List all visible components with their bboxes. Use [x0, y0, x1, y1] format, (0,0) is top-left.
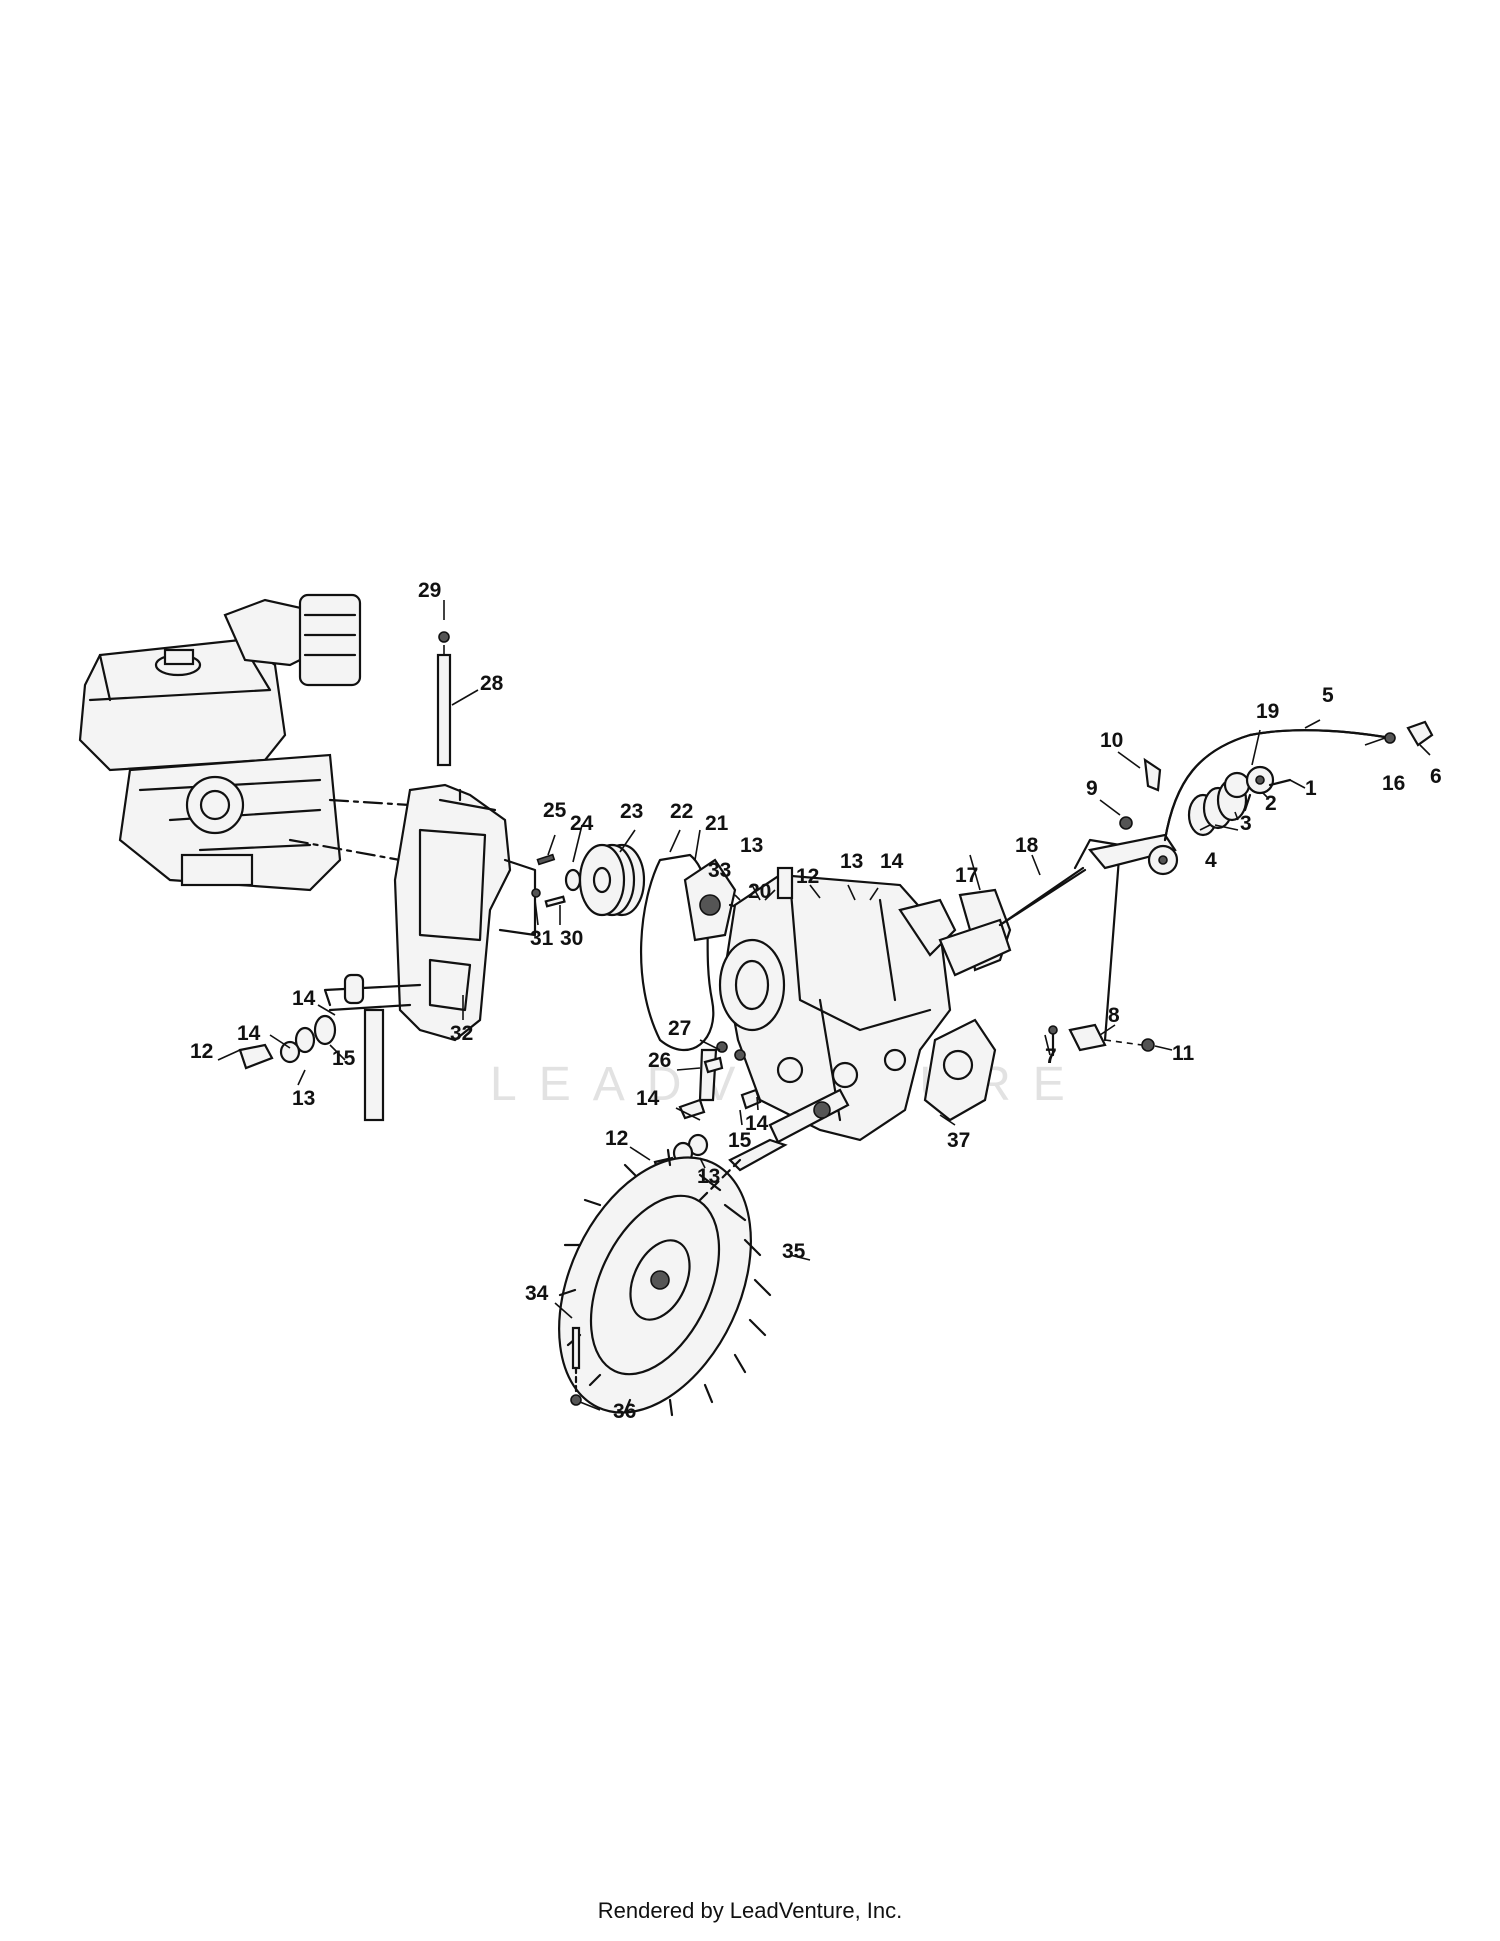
- callout-label: 33: [708, 859, 731, 882]
- callout-label: 34: [525, 1282, 549, 1305]
- callout-label: 26: [648, 1049, 671, 1072]
- engine: [78, 593, 412, 892]
- callout-label: 1: [1305, 777, 1317, 800]
- callout-label: 13: [697, 1165, 720, 1188]
- callout-label: 16: [1382, 772, 1405, 795]
- callout-label: 14: [880, 850, 904, 873]
- callout-label: 12: [605, 1127, 628, 1150]
- callout-label: 9: [1086, 777, 1098, 800]
- callout-label: 18: [1015, 834, 1039, 857]
- callout-label: 21: [705, 812, 729, 835]
- callout-label: 23: [620, 800, 643, 823]
- callout-label: 29: [418, 579, 441, 602]
- pulley-assembly: [531, 843, 646, 917]
- callout-label: 12: [190, 1040, 213, 1063]
- callout-label: 25: [543, 799, 567, 822]
- callout-label: 12: [796, 865, 819, 888]
- callout-label: 15: [332, 1047, 356, 1070]
- callout-label: 10: [1100, 729, 1123, 752]
- callout-label: 31: [530, 927, 554, 950]
- callout-label: 11: [1172, 1042, 1195, 1065]
- callout-label: 4: [1205, 849, 1217, 872]
- callout-label: 8: [1108, 1004, 1120, 1027]
- callout-label: 13: [292, 1087, 315, 1110]
- callout-label: 35: [782, 1240, 806, 1263]
- footer-credit: Rendered by LeadVenture, Inc.: [597, 1898, 903, 1923]
- callout-labels: 29 28 5 19 10 16 6 1 2 9 3 4 25 24 23 22…: [190, 579, 1442, 1423]
- callout-leaders: [217, 600, 1431, 1411]
- handle-assembly: [1119, 720, 1434, 876]
- callout-label: 32: [450, 1022, 473, 1045]
- callout-label: 15: [728, 1129, 752, 1152]
- shift-linkage: [938, 833, 1177, 1057]
- callout-label: 14: [636, 1087, 660, 1110]
- left-fasteners: [238, 973, 422, 1122]
- callout-label: 5: [1322, 684, 1334, 707]
- gear-housing: [393, 783, 537, 1042]
- callout-label: 7: [1045, 1045, 1057, 1068]
- callout-label: 27: [668, 1017, 691, 1040]
- callout-label: 13: [840, 850, 863, 873]
- callout-label: 14: [237, 1022, 261, 1045]
- callout-label: 30: [560, 927, 583, 950]
- part-28-bar: [436, 631, 452, 767]
- callout-label: 20: [748, 880, 771, 903]
- callout-label: 19: [1256, 700, 1279, 723]
- callout-label: 22: [670, 800, 693, 823]
- callout-label: 6: [1430, 765, 1442, 788]
- callout-label: 2: [1265, 792, 1277, 815]
- callout-label: 37: [947, 1129, 970, 1152]
- wheel: [558, 1148, 772, 1417]
- callout-label: 24: [570, 812, 594, 835]
- callout-label: 14: [745, 1112, 769, 1135]
- callout-label: 36: [613, 1400, 636, 1423]
- callout-label: 28: [480, 672, 504, 695]
- callout-label: 13: [740, 834, 763, 857]
- callout-label: 14: [292, 987, 316, 1010]
- callout-label: 3: [1240, 812, 1252, 835]
- callout-label: 17: [955, 864, 978, 887]
- transmission: [718, 866, 997, 1172]
